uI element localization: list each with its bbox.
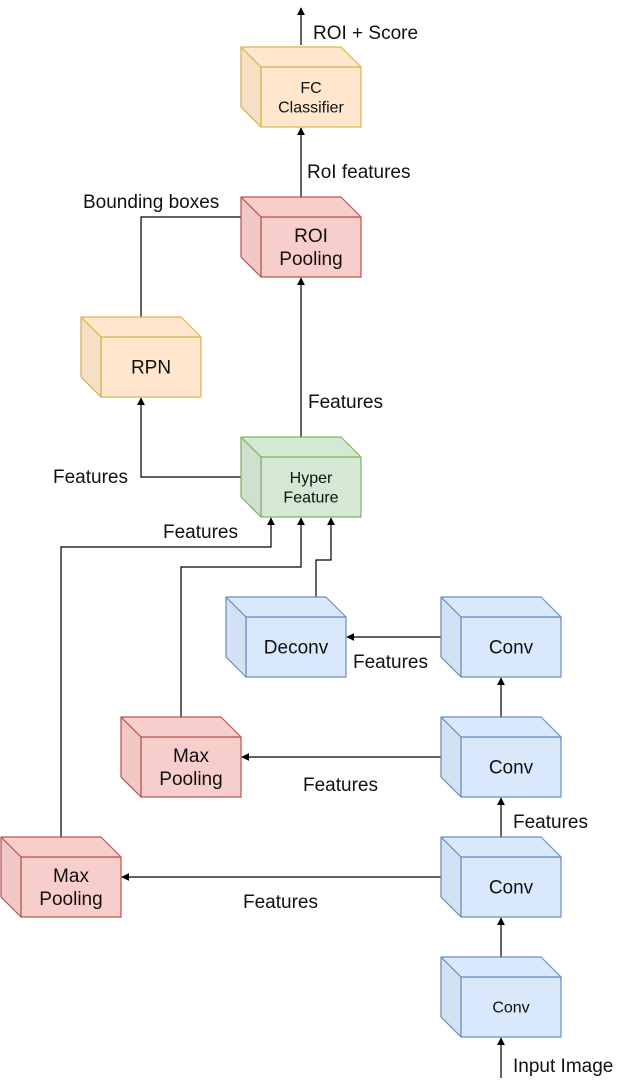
conv-node-1: Conv (440, 956, 562, 1038)
conv-node-2: Conv (440, 836, 562, 918)
edge-rpn-to-roi (140, 213, 251, 317)
node-label-line: RPN (131, 358, 171, 379)
edge-label-features-conv2-conv3: Features (513, 812, 588, 833)
edge-label-roi-score: ROI + Score (313, 23, 418, 44)
node-label-line: Pooling (39, 889, 102, 910)
edge-label-features-hyper-rpn: Features (53, 467, 128, 488)
node-label-line: Max (173, 746, 209, 767)
edge-label-bounding-boxes: Bounding boxes (83, 192, 219, 213)
node-label-line: Conv (489, 878, 534, 899)
edge-maxpool2-to-hyper (60, 517, 275, 837)
node-label-line: Max (53, 866, 89, 887)
edge-label-features-maxpool2-hyper: Features (163, 522, 238, 543)
edge-deconv-to-hyper (315, 517, 335, 597)
edge-maxpool1-to-hyper (180, 517, 305, 717)
edge-label-input-image: Input Image (513, 1056, 613, 1077)
node-label-line: ROI (294, 226, 328, 247)
node-label-line: Classifier (278, 99, 344, 116)
conv-node-3: Conv (440, 716, 562, 798)
conv-node-4: Conv (440, 596, 562, 678)
edge-label-features-conv3-maxpool1: Features (303, 775, 378, 796)
node-label-line: Feature (283, 489, 338, 506)
fc-classifier-node: FC Classifier (240, 46, 362, 128)
node-label-line: FC (300, 80, 321, 97)
node-label-line: Deconv (264, 638, 329, 659)
edge-labels: ROI + Score RoI features Bounding boxes … (53, 23, 613, 1077)
rpn-node: RPN (80, 316, 202, 398)
node-label-line: Conv (489, 638, 534, 659)
edge-label-features-hyper-roi: Features (308, 392, 383, 413)
node-label-line: Pooling (159, 769, 222, 790)
node-label-line: Hyper (290, 470, 333, 487)
deconv-node: Deconv (225, 596, 347, 678)
edge-label-features-conv2-maxpool2: Features (243, 892, 318, 913)
edge-hyper-to-rpn (137, 397, 242, 478)
node-label-line: Conv (489, 758, 534, 779)
edge-label-features-conv4-deconv: Features (353, 652, 428, 673)
edges (60, 7, 505, 1078)
node-label-line: Pooling (279, 249, 342, 270)
edge-label-roi-features: RoI features (307, 162, 411, 183)
node-label-line: Conv (492, 1000, 529, 1017)
